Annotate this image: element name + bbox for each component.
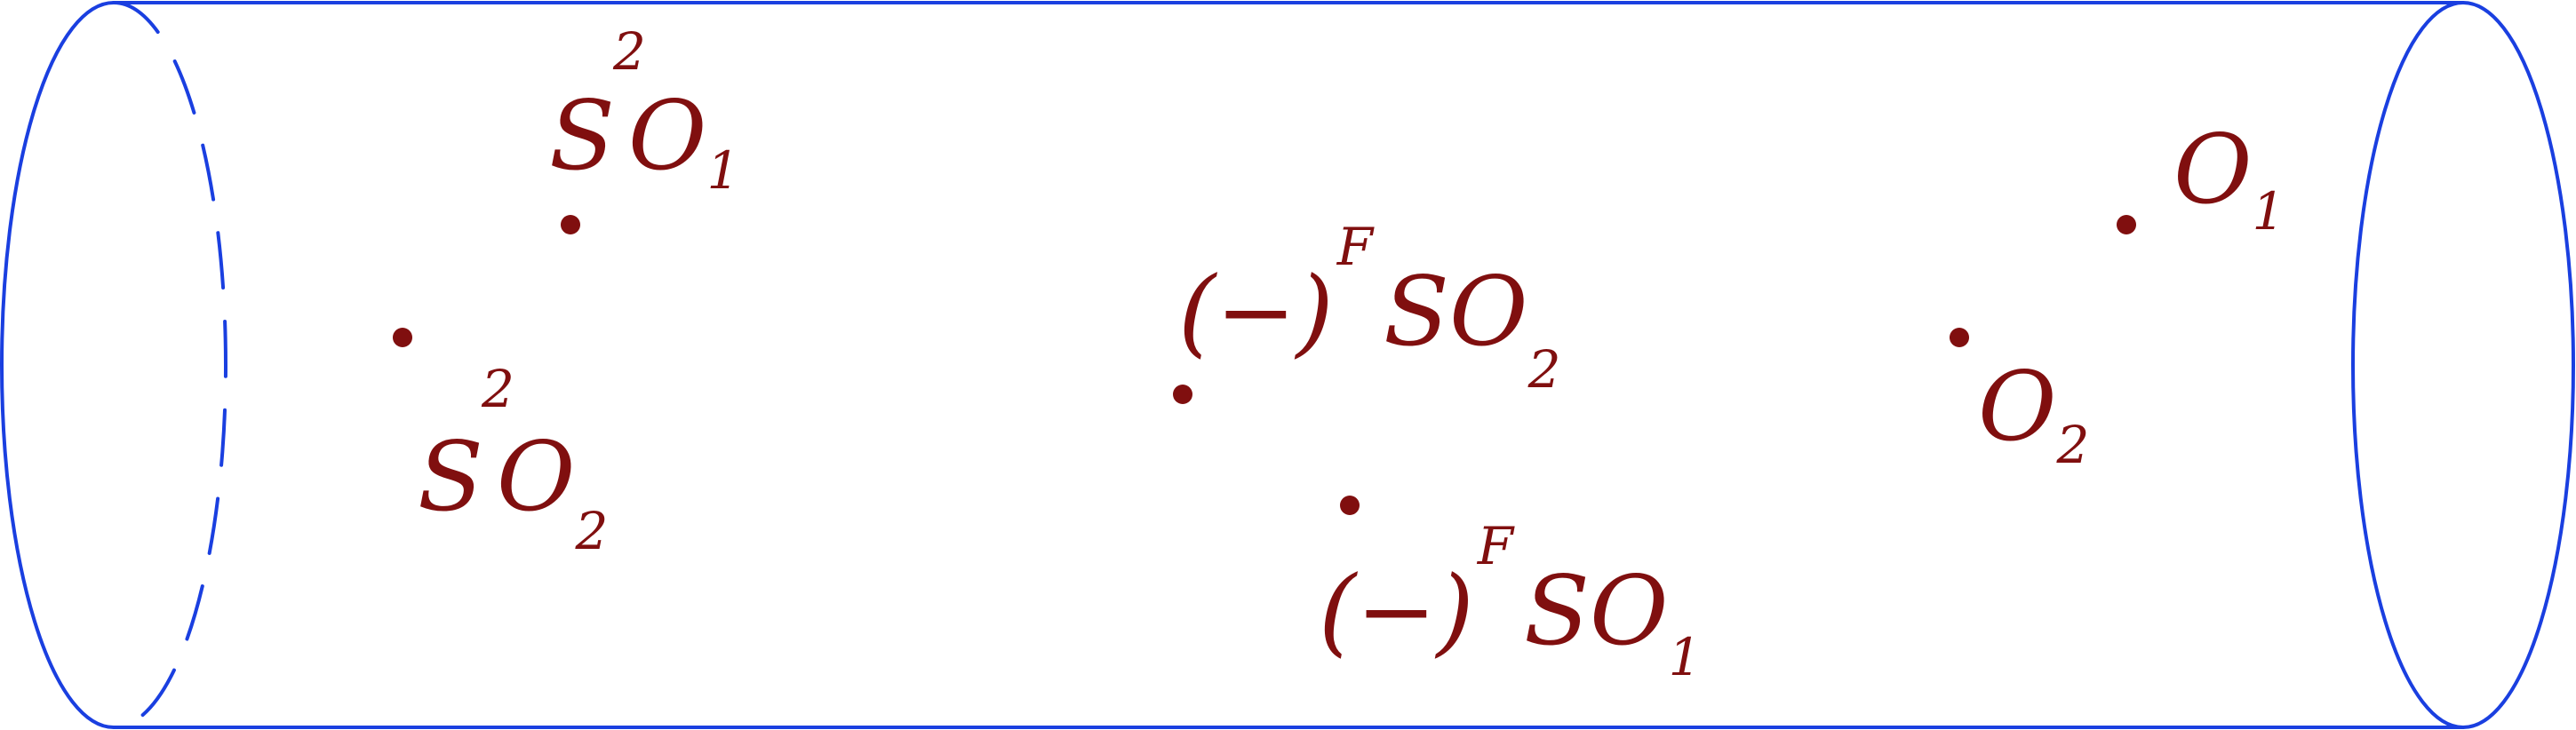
label-fso1-o: O [1590, 556, 1669, 667]
point-fso2 [1173, 385, 1192, 404]
label-fso2-o: O [1449, 257, 1528, 368]
points [393, 215, 2136, 515]
label-fso1-paren: (−) [1319, 556, 1474, 667]
label-s2o1-s: S [549, 81, 615, 192]
label-fso2-s: S [1384, 257, 1449, 368]
left-end-back-arc [112, 1, 227, 729]
label-fso1: (−)FSO1 [1319, 516, 1701, 687]
label-fso1-s: S [1524, 556, 1590, 667]
label-o1-sub: 1 [2253, 181, 2285, 242]
label-o2: O2 [1978, 352, 2089, 475]
label-s2o2-sub: 2 [574, 501, 608, 561]
label-o1-o: O [2173, 115, 2253, 226]
point-o2 [1950, 328, 1969, 347]
label-fso1-sub: 1 [1669, 627, 1702, 687]
label-fso2-paren: (−) [1178, 257, 1334, 368]
label-s2o2-sup: 2 [481, 359, 514, 419]
label-fso2: (−)FSO2 [1178, 217, 1560, 400]
point-fso1 [1340, 496, 1360, 515]
point-s2o2 [393, 328, 412, 347]
right-end-ellipse [2351, 1, 2575, 729]
label-o1: O1 [2173, 115, 2285, 242]
label-s2o2-o: O [497, 422, 576, 533]
label-fso2-sub: 2 [1527, 339, 1561, 400]
point-s2o1 [561, 215, 580, 234]
label-o2-o: O [1978, 352, 2057, 463]
label-o2-sub: 2 [2056, 415, 2090, 475]
label-s2o1-sub: 1 [706, 140, 739, 201]
label-s2o2-s: S [418, 422, 483, 533]
label-s2o1-sup: 2 [612, 21, 646, 82]
point-o1 [2117, 215, 2136, 234]
label-s2o1-o: O [628, 81, 707, 192]
label-fso2-f: F [1336, 217, 1375, 277]
label-fso1-f: F [1477, 516, 1515, 576]
left-end-front-arc [0, 1, 116, 729]
